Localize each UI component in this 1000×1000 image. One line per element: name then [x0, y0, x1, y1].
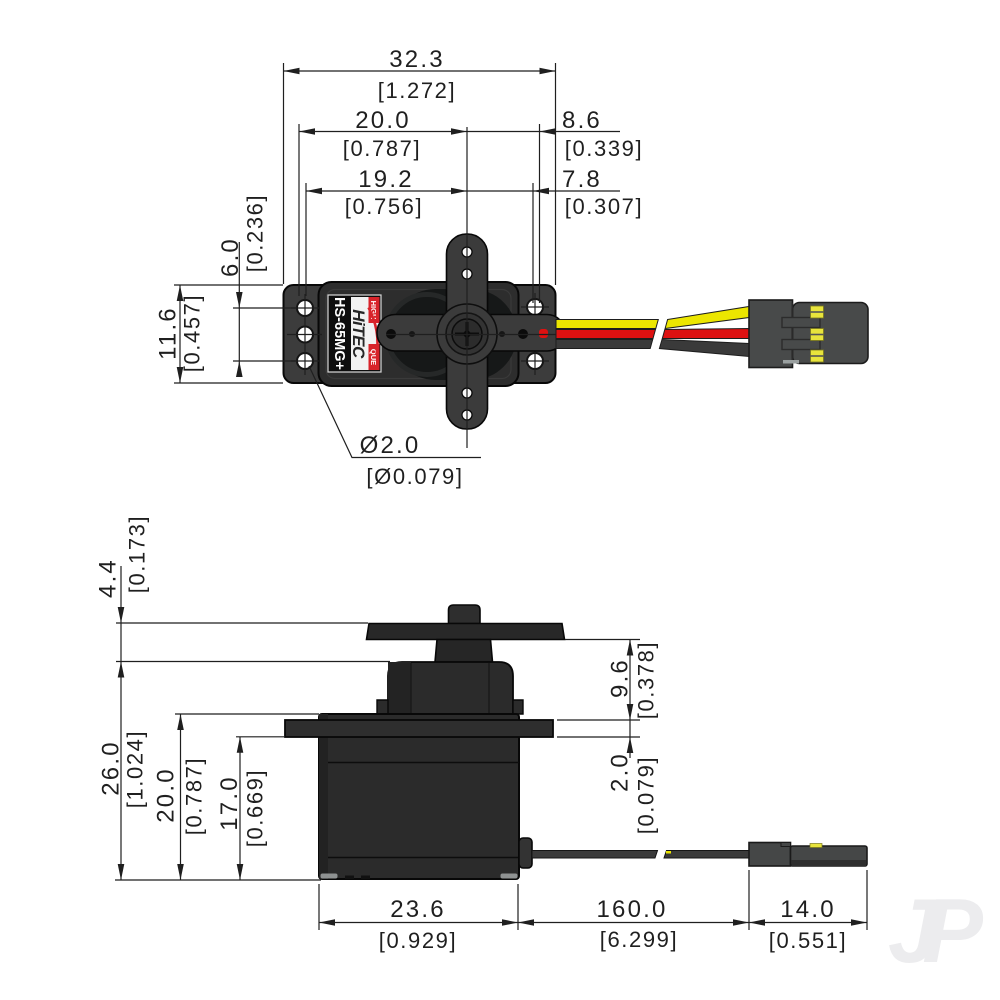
mounting-flange-side-view — [284, 719, 554, 738]
jp-watermark-logo: JP — [888, 881, 983, 982]
connector-pins — [810, 305, 824, 363]
dim-hole-span-right-mm: 7.8 — [562, 166, 602, 193]
servo-connector-side-view — [748, 841, 868, 867]
dim-shaft-to-right-in: [0.339] — [565, 136, 643, 161]
dim-overall-width-mm: 32.3 — [389, 46, 445, 73]
side-view: 4.4 [0.173] 26.0 [1.024] 20.0 [0.787] 17… — [94, 515, 868, 953]
dim-shaft-to-right-mm: 8.6 — [562, 107, 602, 134]
dim-body-width-mm: 11.6 — [154, 306, 181, 360]
dim-flange-height-in: [0.669] — [243, 769, 268, 847]
dim-hole-pitch-mm: 6.0 — [217, 237, 244, 277]
dim-horn-height-in: [0.173] — [125, 515, 150, 593]
brand-logo-text: HiTEC — [349, 309, 368, 359]
dim-flange-height-mm: 17.0 — [216, 775, 243, 831]
dim-hole-diameter-mm: Ø2.0 — [360, 432, 421, 459]
dim-horn-to-flange-mm: 9.6 — [606, 658, 633, 698]
dim-hole-pitch-in: [0.236] — [243, 194, 268, 272]
dim-hole-span-left-mm: 19.2 — [358, 166, 414, 193]
dim-total-height-mm: 26.0 — [97, 740, 124, 796]
dim-shaft-to-left-in: [0.787] — [343, 136, 421, 161]
dim-shaft-to-left-mm: 20.0 — [355, 107, 411, 134]
top-view-dimensions: 32.3 [1.272] 20.0 [0.787] 8.6 [0.339] 19… — [154, 46, 643, 489]
dim-case-height-in: [0.787] — [182, 757, 207, 835]
dim-flange-thickness-in: [0.079] — [634, 756, 659, 834]
wire-grommet — [518, 837, 533, 869]
dim-case-height-mm: 20.0 — [152, 767, 179, 823]
dim-flange-thickness-mm: 2.0 — [606, 752, 633, 792]
servo-product-label: HIGH QUE HiTEC HS-65MG+ — [327, 294, 382, 373]
dim-hole-span-right-in: [0.307] — [565, 194, 643, 219]
dim-hole-diameter-in: [Ø0.079] — [366, 464, 463, 489]
wire-exit-red-dot — [539, 329, 548, 338]
servo-connector-top-view — [748, 299, 869, 369]
servo-lead-wire-side-view — [531, 850, 750, 859]
dim-wire-length-in: [6.299] — [600, 927, 678, 952]
servo-top-view-body: HIGH QUE HiTEC HS-65MG+ — [282, 233, 869, 430]
top-view-centerlines — [287, 127, 556, 448]
servo-horn-top-view — [376, 233, 566, 430]
servo-side-view-body — [284, 604, 868, 880]
dim-connector-length-mm: 14.0 — [780, 896, 836, 923]
label-badge-top-text: HIGH — [369, 301, 378, 320]
dim-body-length-mm: 23.6 — [390, 896, 446, 923]
model-number-text: HS-65MG+ — [331, 297, 347, 370]
dim-overall-width-in: [1.272] — [378, 78, 456, 103]
top-view: HIGH QUE HiTEC HS-65MG+ — [154, 46, 869, 489]
side-view-dimensions: 4.4 [0.173] 26.0 [1.024] 20.0 [0.787] 17… — [94, 515, 868, 953]
servo-lead-wires-top-view — [555, 305, 750, 358]
dim-connector-length-in: [0.551] — [769, 928, 847, 953]
dim-wire-length-mm: 160.0 — [596, 896, 667, 923]
dim-hole-span-left-in: [0.756] — [345, 194, 423, 219]
dim-body-length-in: [0.929] — [379, 928, 457, 953]
label-badge-bottom-text: QUE — [369, 349, 378, 365]
dim-horn-height-mm: 4.4 — [94, 558, 121, 598]
dim-total-height-in: [1.024] — [123, 730, 148, 808]
dim-horn-to-flange-in: [0.378] — [634, 641, 659, 719]
dim-body-width-in: [0.457] — [180, 294, 205, 372]
